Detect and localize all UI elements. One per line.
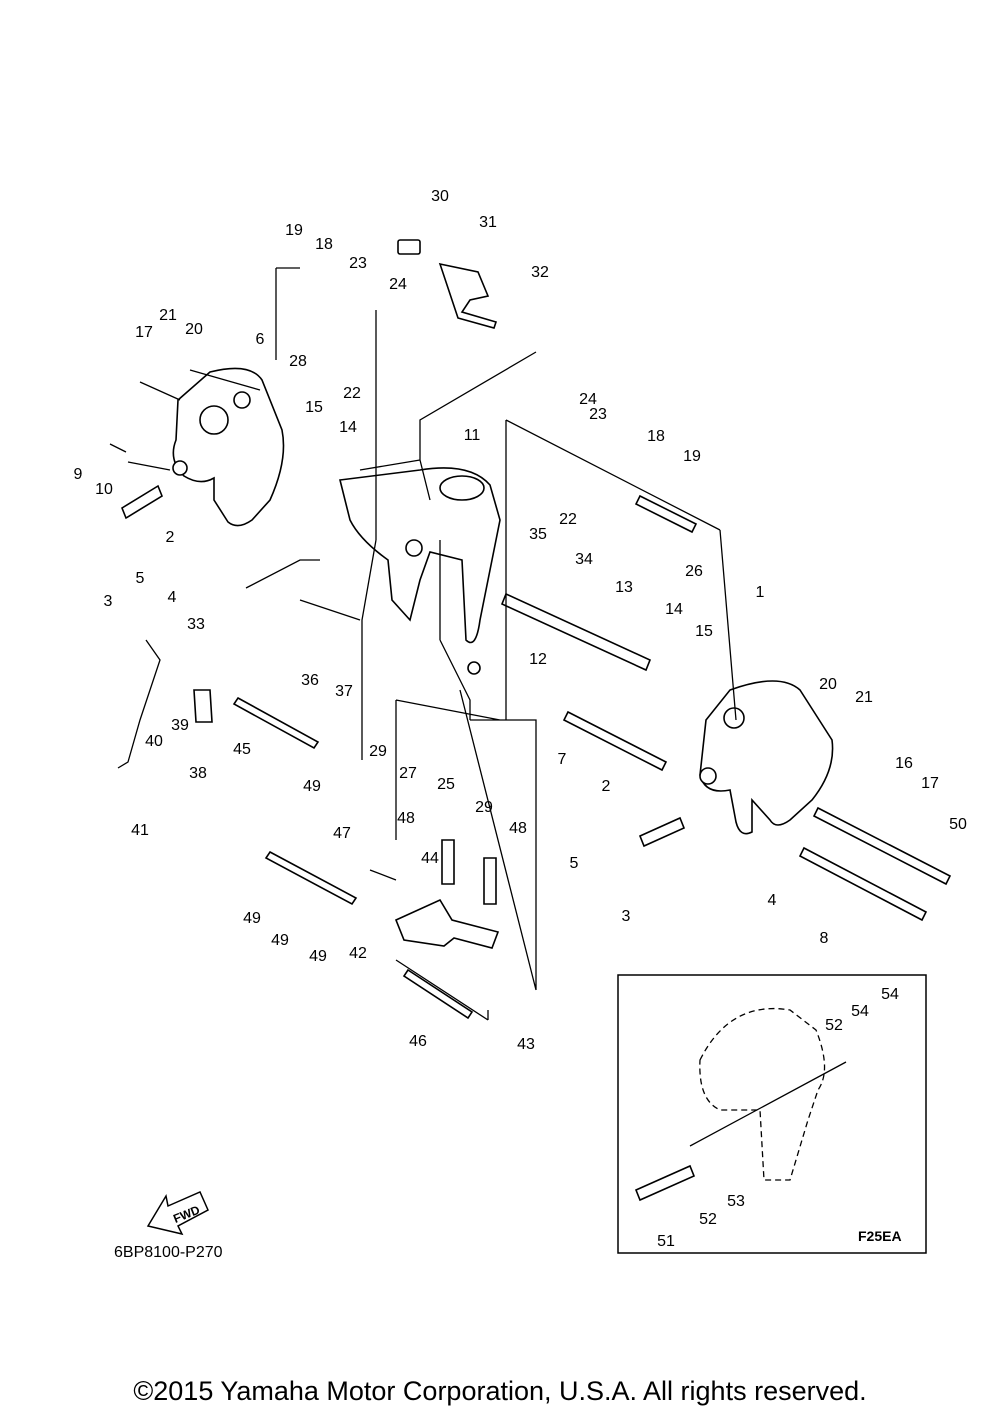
callout-number: 51 (657, 1233, 675, 1250)
callout-number: 5 (570, 855, 579, 872)
callout-number: 39 (171, 717, 189, 734)
copyright-notice: ©2015 Yamaha Motor Corporation, U.S.A. A… (133, 1376, 867, 1406)
callout-number: 24 (389, 276, 407, 293)
callout-number: 26 (685, 563, 703, 580)
callout-layer: 1223344556789101112131414151516171718181… (74, 188, 967, 1250)
callout-number: 40 (145, 733, 163, 750)
callout-number: 42 (349, 945, 367, 962)
callout-number: 37 (335, 683, 353, 700)
callout-number: 38 (189, 765, 207, 782)
callout-number: 21 (855, 689, 873, 706)
callout-number: 11 (464, 427, 481, 444)
callout-number: 35 (529, 526, 547, 543)
callout-number: 9 (74, 466, 83, 483)
inset-frame (617, 974, 927, 1254)
callout-number: 28 (289, 353, 307, 370)
callout-number: 52 (825, 1017, 843, 1034)
callout-number: 31 (479, 214, 497, 231)
document-code: 6BP8100-P270 (114, 1244, 223, 1261)
callout-number: 49 (303, 778, 321, 795)
inset-label: F25EA (858, 1228, 902, 1244)
callout-number: 41 (131, 822, 149, 839)
callout-number: 54 (881, 986, 899, 1003)
callout-number: 45 (233, 741, 251, 758)
callout-number: 20 (185, 321, 203, 338)
callout-number: 10 (95, 481, 113, 498)
callout-number: 49 (309, 948, 327, 965)
callout-number: 15 (305, 399, 323, 416)
clamp-bracket-right (699, 680, 834, 835)
callout-number: 36 (301, 672, 319, 689)
callout-number: 17 (135, 324, 153, 341)
callout-number: 24 (579, 391, 597, 408)
callout-number: 16 (895, 755, 913, 772)
callout-number: 5 (136, 570, 145, 587)
callout-number: 1 (756, 584, 765, 601)
callout-number: 46 (409, 1033, 427, 1050)
forward-arrow-icon: FWD (146, 1191, 209, 1236)
callout-number: 53 (727, 1193, 745, 1210)
callout-number: 14 (665, 601, 683, 618)
callout-number: 32 (531, 264, 549, 281)
callout-number: 3 (622, 908, 631, 925)
callout-number: 48 (397, 810, 415, 827)
callout-number: 25 (437, 776, 455, 793)
callout-number: 34 (575, 551, 593, 568)
callout-number: 49 (243, 910, 261, 927)
callout-number: 29 (475, 799, 493, 816)
clamp-bracket-left (172, 367, 285, 527)
callout-number: 52 (699, 1211, 717, 1228)
callout-number: 18 (647, 428, 665, 445)
callout-number: 12 (529, 651, 547, 668)
callout-number: 17 (921, 775, 939, 792)
callout-number: 47 (333, 825, 351, 842)
callout-number: 19 (683, 448, 701, 465)
callout-number: 8 (820, 930, 829, 947)
swivel-bracket (339, 467, 501, 644)
callout-number: 22 (343, 385, 361, 402)
callout-number: 30 (431, 188, 449, 205)
callout-number: 7 (558, 751, 567, 768)
callout-number: 23 (349, 255, 367, 272)
tilt-shaft (500, 592, 652, 672)
callout-number: 48 (509, 820, 527, 837)
callout-number: 21 (159, 307, 177, 324)
callout-number: 2 (602, 778, 611, 795)
callout-number: 3 (104, 593, 113, 610)
callout-number: 2 (166, 529, 175, 546)
callout-number: 27 (399, 765, 417, 782)
callout-number: 6 (256, 331, 265, 348)
callout-number: 20 (819, 676, 837, 693)
callout-number: 50 (949, 816, 967, 833)
callout-number: 43 (517, 1036, 535, 1053)
bracket-hole (199, 405, 229, 435)
callout-number: 13 (615, 579, 633, 596)
diagram-linework (109, 239, 952, 1254)
callout-number: 4 (168, 589, 177, 606)
callout-number: 15 (695, 623, 713, 640)
callout-number: 4 (768, 892, 777, 909)
callout-number: 54 (851, 1003, 869, 1020)
callout-number: 14 (339, 419, 357, 436)
callout-number: 22 (559, 511, 577, 528)
callout-number: 18 (315, 236, 333, 253)
callout-number: 29 (369, 743, 387, 760)
callout-number: 23 (589, 406, 607, 423)
callout-number: 49 (271, 932, 289, 949)
callout-number: 33 (187, 616, 205, 633)
callout-number: 19 (285, 222, 303, 239)
callout-number: 44 (421, 850, 439, 867)
